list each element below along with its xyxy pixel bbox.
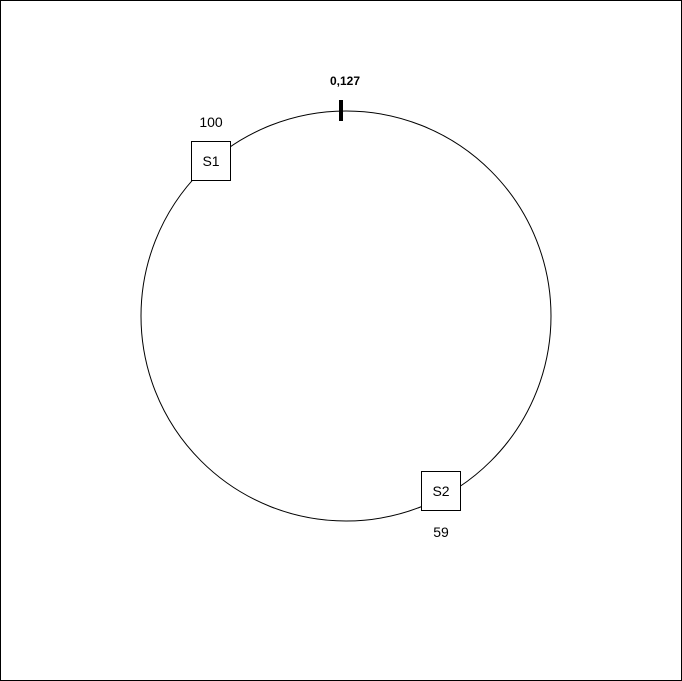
node-s2: S2 <box>421 471 461 511</box>
node-s2-value: 59 <box>433 524 449 540</box>
hash-ring <box>140 110 552 522</box>
node-s1: S1 <box>191 141 231 181</box>
ring-origin-label: 0,127 <box>329 74 361 88</box>
node-s1-value: 100 <box>199 114 223 130</box>
